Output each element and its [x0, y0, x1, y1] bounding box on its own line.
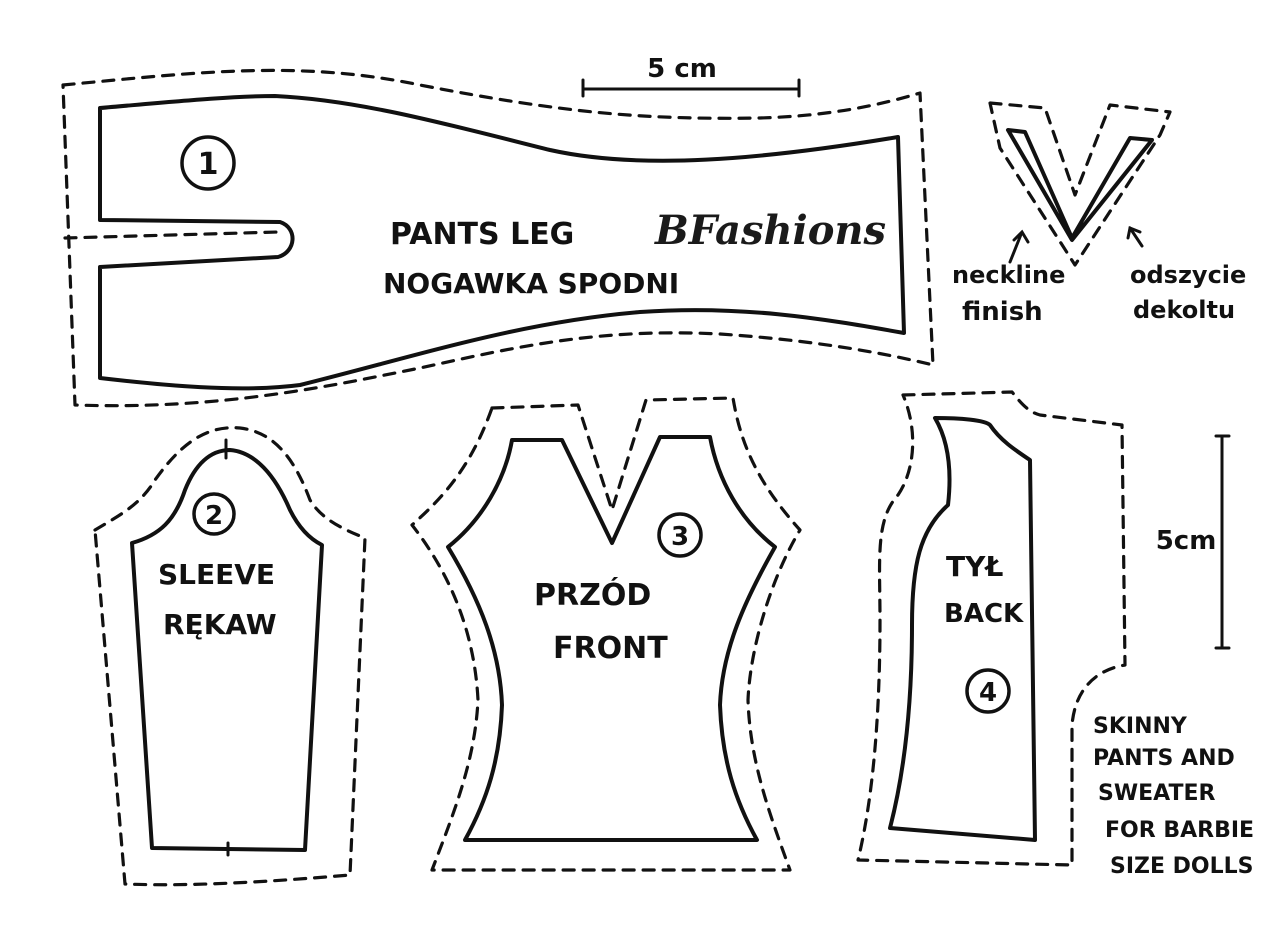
neckline-arrow-left — [1008, 229, 1030, 264]
scale-label-vertical: 5cm — [1156, 526, 1217, 556]
pants-leg-number: 1 — [198, 147, 219, 182]
back-label-pl: TYŁ — [946, 550, 1003, 583]
front-outline — [446, 435, 777, 842]
scale-bar-vertical: 5cm — [1156, 434, 1231, 650]
description-line-1: SKINNY — [1093, 714, 1188, 739]
neckline-label-pl-2: dekoltu — [1133, 296, 1235, 324]
sleeve-label-pl: RĘKAW — [163, 608, 277, 641]
neckline-arrow-right — [1126, 225, 1144, 248]
neckline-seam-allowance — [988, 101, 1172, 267]
description-line-4: FOR BARBIE — [1105, 818, 1254, 843]
description-line-3: SWEATER — [1098, 781, 1215, 806]
neckline-label-en-1: neckline — [952, 261, 1065, 289]
neckline-finish-piece: neckline finish odszycie dekoltu — [952, 101, 1246, 327]
description-line-5: SIZE DOLLS — [1110, 854, 1254, 879]
pants-leg-outline — [98, 94, 906, 391]
back-number: 4 — [979, 678, 997, 708]
sleeve-number: 2 — [205, 501, 223, 531]
sleeve-outline — [130, 448, 324, 852]
pants-leg-slit-line — [63, 230, 280, 240]
neckline-label-pl-1: odszycie — [1130, 261, 1246, 289]
front-number: 3 — [671, 522, 689, 552]
front-label-en: FRONT — [553, 631, 668, 666]
description-line-2: PANTS AND — [1093, 746, 1235, 771]
front-piece: 3 PRZÓD FRONT — [410, 396, 802, 872]
pants-leg-label-pl: NOGAWKA SPODNI — [383, 267, 679, 300]
brand-logo: BFashions — [654, 207, 886, 254]
sleeve-piece: 2 SLEEVE RĘKAW — [93, 426, 367, 887]
sleeve-label-en: SLEEVE — [158, 558, 275, 591]
pants-leg-seam-allowance — [61, 68, 935, 408]
neckline-label-en-2: finish — [962, 297, 1043, 327]
back-seam-allowance — [856, 390, 1127, 867]
pattern-description: SKINNY PANTS AND SWEATER FOR BARBIE SIZE… — [1093, 714, 1254, 879]
scale-bar-horizontal: 5 cm — [581, 54, 801, 98]
back-piece: 4 TYŁ BACK — [856, 390, 1127, 867]
scale-label-horizontal: 5 cm — [647, 54, 717, 84]
front-label-pl: PRZÓD — [534, 576, 651, 613]
neckline-outline — [1006, 128, 1154, 242]
pants-leg-piece: 1 PANTS LEG NOGAWKA SPODNI BFashions — [61, 68, 935, 408]
pants-leg-label-en: PANTS LEG — [390, 217, 574, 252]
front-seam-allowance — [410, 396, 802, 872]
sleeve-seam-allowance — [93, 426, 367, 887]
back-label-en: BACK — [944, 599, 1024, 629]
back-outline — [888, 416, 1037, 842]
